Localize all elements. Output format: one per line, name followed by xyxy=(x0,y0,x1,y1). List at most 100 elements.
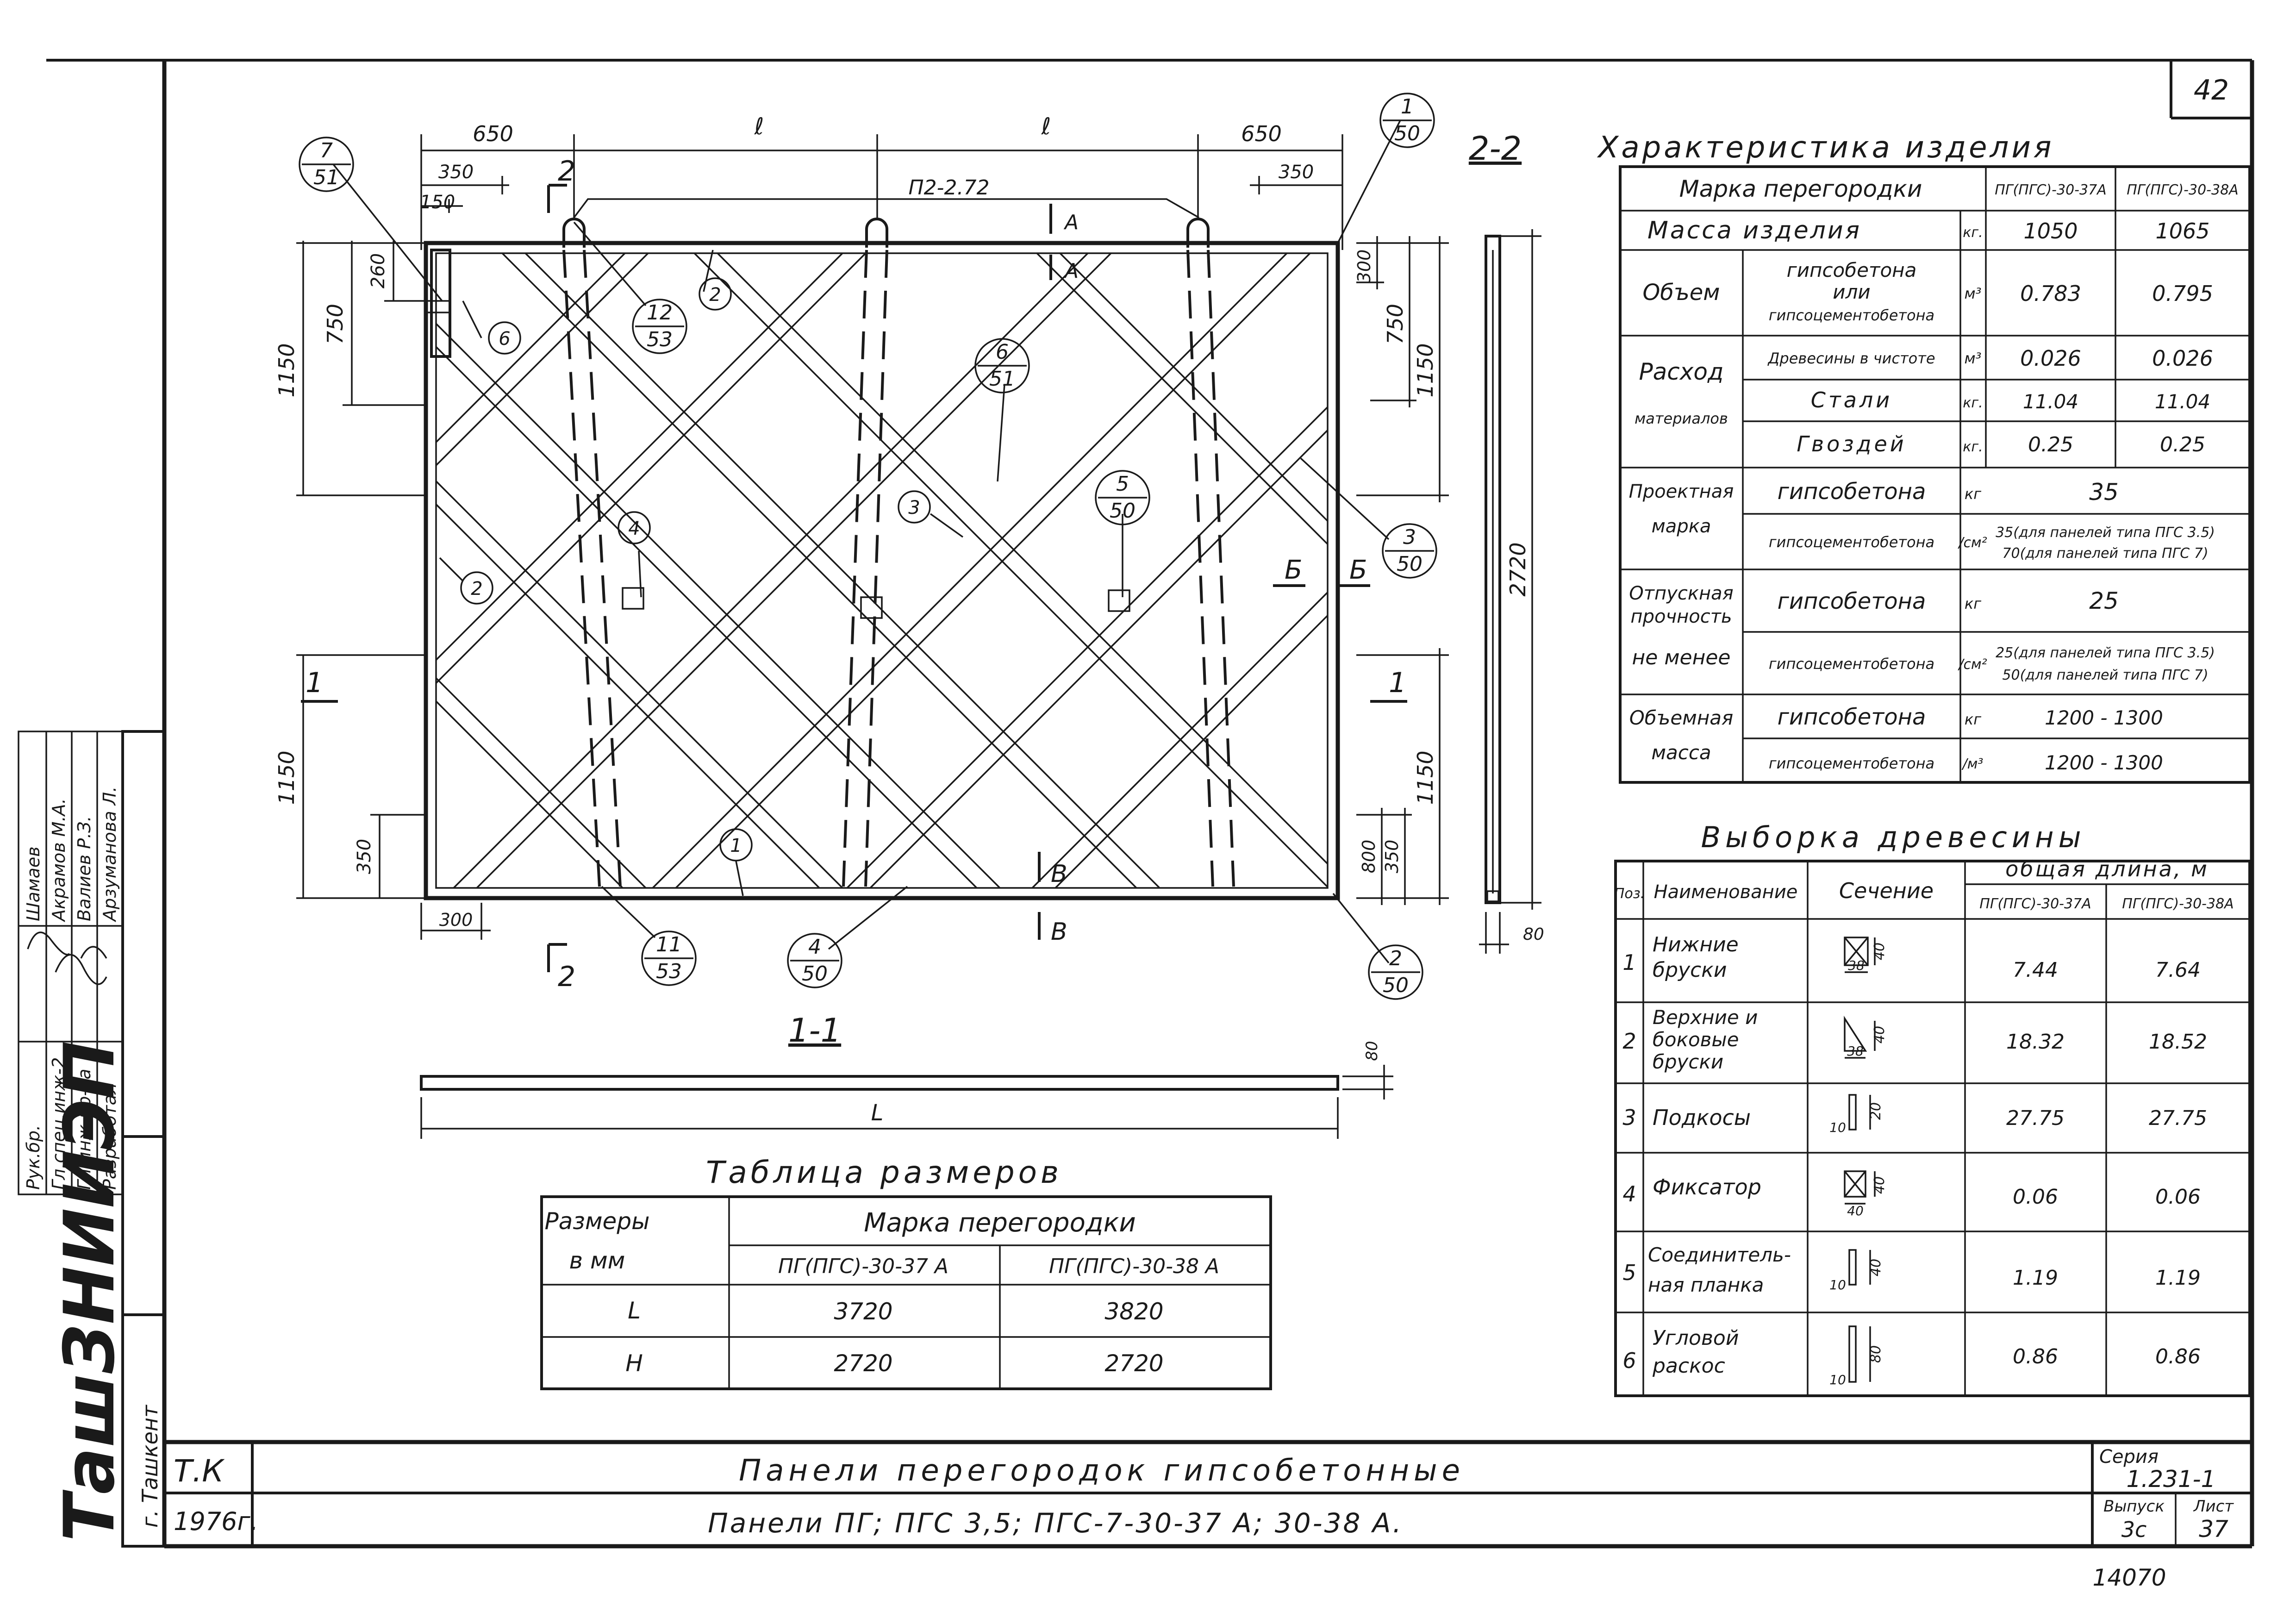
section-1-1-title: 1-1 xyxy=(788,1012,841,1049)
cut-marks xyxy=(301,184,1407,972)
callout-11-53 xyxy=(641,931,697,986)
dim-right-1150-bottom: 1150 xyxy=(1413,750,1438,805)
char-release-gcb-label: гипсоцементобетона xyxy=(1769,655,1934,673)
dim-left-1150-top: 1150 xyxy=(274,343,299,397)
stamp-inventory: 14070 xyxy=(2092,1564,2166,1591)
char-design-1: Проектная xyxy=(1629,481,1734,502)
char-volume-desc-3: гипсоцементобетона xyxy=(1769,306,1934,324)
char-design-gb-unit: кг xyxy=(1965,485,1981,503)
side-stamp xyxy=(18,730,166,1548)
size-row1-sym: L xyxy=(628,1297,641,1324)
timber-row6-pos: 6 xyxy=(1622,1348,1636,1373)
callout-4-50 xyxy=(787,933,842,988)
dim-top-650-left: 650 xyxy=(473,121,513,146)
section-1-1-thickness: 80 xyxy=(1363,1041,1381,1061)
char-release-gb-unit: кг xyxy=(1965,595,1981,612)
char-volume-label: Объем xyxy=(1642,280,1720,306)
callout-1-50-bottom: 50 xyxy=(1394,122,1420,145)
char-release-gb-label: гипсобетона xyxy=(1778,588,1926,614)
timber-h-pos: Поз. xyxy=(1614,886,1645,902)
timber-col2: ПГ(ПГС)-30-38А xyxy=(2122,896,2234,912)
diagonal-braces-down xyxy=(436,253,1328,888)
stamp-subtitle: Панели ПГ; ПГС 3,5; ПГС-7-30-37 А; 30-38… xyxy=(708,1507,1403,1539)
side-name-2: Валиев Р.З. xyxy=(74,816,94,921)
char-nails-unit: кг. xyxy=(1963,439,1983,455)
size-head-sizes: Размеры xyxy=(544,1208,649,1235)
char-density-gb-unit: кг xyxy=(1965,711,1981,728)
callout-12-53-top: 12 xyxy=(647,301,673,325)
char-release-gcb-line2: 50(для панелей типа ПГС 7) xyxy=(2002,667,2208,683)
char-col1: ПГ(ПГС)-30-37А xyxy=(1995,182,2106,198)
char-brand-label: Марка перегородки xyxy=(1679,175,1922,202)
timber-row6-d2: 10 xyxy=(1829,1372,1846,1387)
char-consumption-2: материалов xyxy=(1635,410,1728,427)
timber-row4-v2: 0.06 xyxy=(2155,1185,2201,1209)
char-release-gcb-unit: /см² xyxy=(1957,656,1987,673)
char-volume-desc-1: гипсобетона xyxy=(1787,259,1917,281)
callout-11-53-top: 11 xyxy=(656,933,682,956)
char-wood-label: Древесины в чистоте xyxy=(1767,350,1935,367)
section-2-2-height: 2720 xyxy=(1505,542,1530,596)
char-consumption-1: Расход xyxy=(1639,358,1723,385)
side-name-3: Акрамов М.А. xyxy=(49,798,69,923)
side-name-4: Шамаев xyxy=(23,846,44,921)
char-steel-label: Стали xyxy=(1811,387,1892,412)
stamp-series-label: Серия xyxy=(2099,1446,2159,1468)
timber-row3-d2: 10 xyxy=(1829,1120,1846,1135)
item-6: 6 xyxy=(499,328,510,350)
char-design-gcb-line2: 70(для панелей типа ПГС 7) xyxy=(2002,545,2208,562)
dim-left-1150-bottom: 1150 xyxy=(274,750,299,805)
callout-1-50-top: 1 xyxy=(1401,95,1414,119)
item-3: 3 xyxy=(908,497,920,518)
size-row2-sym: Н xyxy=(625,1350,643,1377)
stamp-tk: Т.К xyxy=(174,1453,225,1489)
char-volume-unit: м³ xyxy=(1965,285,1982,302)
size-col2: ПГ(ПГС)-30-38 А xyxy=(1049,1255,1219,1278)
side-role-2: Гл.инж.пр-та xyxy=(74,1069,94,1190)
callout-12-53 xyxy=(632,299,687,354)
char-wood-v1: 0.026 xyxy=(2020,346,2081,371)
dim-right-300: 300 xyxy=(1354,250,1374,283)
timber-row5-d1: 40 xyxy=(1868,1259,1884,1276)
callout-2-50-bottom: 50 xyxy=(1383,974,1409,997)
timber-row1-name2: бруски xyxy=(1653,958,1727,982)
callout-4-50-top: 4 xyxy=(808,935,821,959)
cut-b-right: Б xyxy=(1349,555,1367,585)
timber-title: Выборка древесины xyxy=(1701,820,2085,854)
callout-2-50-top: 2 xyxy=(1389,947,1402,970)
char-design-gb-label: гипсобетона xyxy=(1778,479,1926,505)
char-release-1: Отпускная xyxy=(1629,583,1734,604)
char-steel-v1: 11.04 xyxy=(2023,390,2078,413)
callout-6-51-bottom: 51 xyxy=(989,367,1015,391)
dim-top-650-right: 650 xyxy=(1241,121,1282,146)
timber-row4-name1: Фиксатор xyxy=(1653,1174,1761,1199)
callout-12-53-bottom: 53 xyxy=(647,328,673,351)
callout-2-50 xyxy=(1368,944,1423,1000)
dim-left xyxy=(296,241,426,899)
timber-row2-name3: бруски xyxy=(1653,1050,1723,1073)
sheet-number: 42 xyxy=(2194,74,2229,106)
char-nails-v1: 0.25 xyxy=(2028,433,2073,456)
timber-row6-v2: 0.86 xyxy=(2155,1345,2201,1368)
timber-row5-v1: 1.19 xyxy=(2013,1266,2058,1290)
section-2-2-title: 2-2 xyxy=(1469,130,1522,168)
section-1-1-length: L xyxy=(871,1100,884,1126)
char-table-grid xyxy=(1619,165,2251,784)
timber-row2-name1: Верхние и xyxy=(1653,1006,1758,1029)
timber-row4-v1: 0.06 xyxy=(2013,1185,2058,1209)
timber-h-section: Сечение xyxy=(1839,878,1934,903)
timber-row1-pos: 1 xyxy=(1622,950,1636,975)
timber-h-total: общая длина, м xyxy=(2005,856,2209,881)
timber-row1-v2: 7.64 xyxy=(2155,958,2201,982)
char-density-1: Объемная xyxy=(1629,706,1734,729)
timber-row3-v1: 27.75 xyxy=(2006,1106,2065,1130)
callout-11-53-bottom: 53 xyxy=(656,960,682,983)
char-release-gb-value: 25 xyxy=(2089,587,2119,614)
stamp-year: 1976г. xyxy=(174,1507,258,1536)
cut-2-bottom: 2 xyxy=(558,961,575,993)
stamp-issue-value: 3с xyxy=(2121,1517,2147,1542)
side-name-1: Арзуманова Л. xyxy=(100,787,120,923)
cut-v-bottom: В xyxy=(1051,918,1067,946)
dim-top xyxy=(420,134,1343,250)
timber-row2-name2: боковые xyxy=(1653,1028,1739,1051)
